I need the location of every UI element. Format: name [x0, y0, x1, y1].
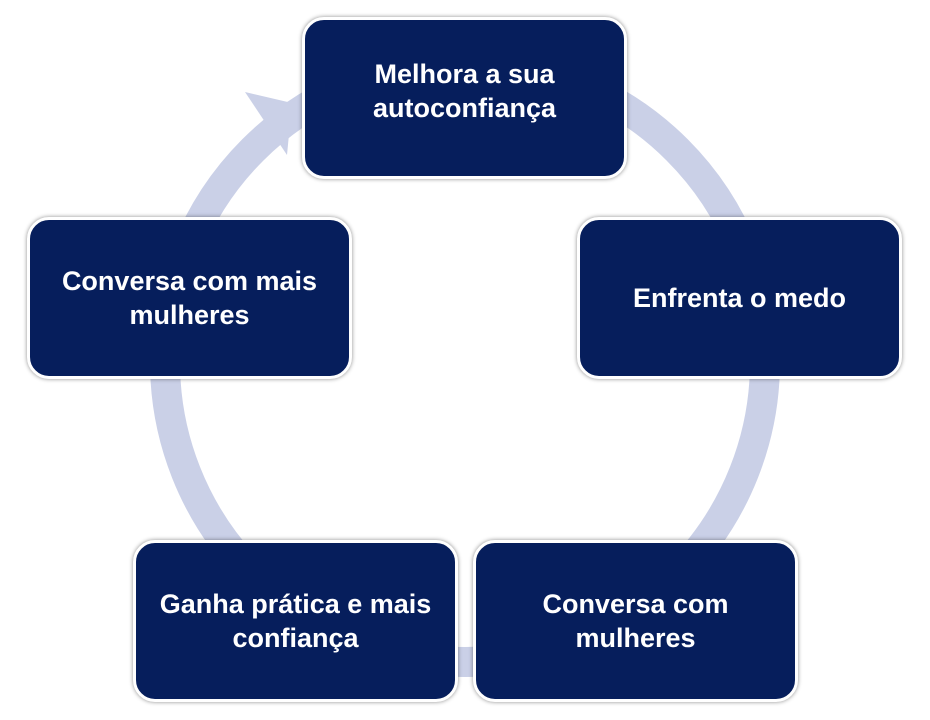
step-label: Enfrenta o medo — [632, 283, 847, 313]
arrowhead-icon — [245, 92, 292, 155]
step-label: Melhora a sua autoconfiança — [372, 59, 557, 123]
step-label: Conversa com mulheres — [542, 589, 729, 653]
step-box-3: Conversa com mulheres — [473, 540, 798, 702]
step-box-1: Melhora a sua autoconfiança — [302, 17, 627, 179]
step-box-5: Conversa com mais mulheres — [27, 217, 352, 379]
step-box-4: Ganha prática e mais confiança — [133, 540, 458, 702]
step-box-2: Enfrenta o medo — [577, 217, 902, 379]
step-label: Conversa com mais mulheres — [61, 266, 318, 330]
step-label: Ganha prática e mais confiança — [159, 589, 432, 653]
